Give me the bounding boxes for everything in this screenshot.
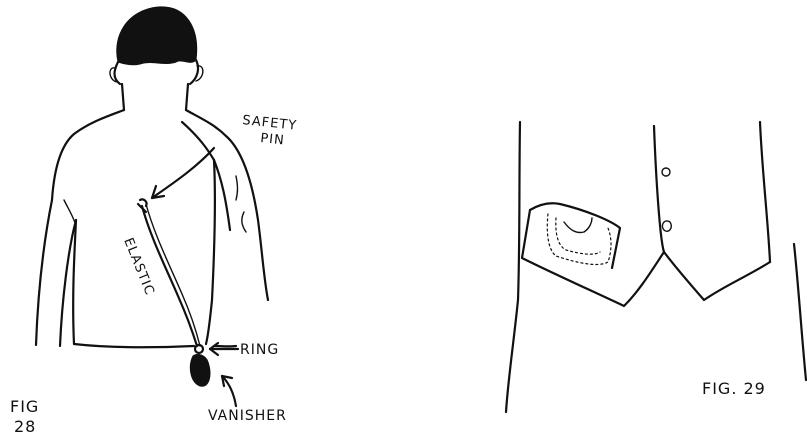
pocket-notch bbox=[564, 218, 592, 233]
left-arm-fold bbox=[64, 200, 76, 226]
coat-right-edge bbox=[794, 244, 806, 380]
torso-right bbox=[206, 160, 215, 344]
torso-left bbox=[73, 220, 76, 344]
fig-28-drawing bbox=[36, 7, 268, 406]
pocket-flap bbox=[530, 203, 620, 268]
label-safety-pin-line1: SAFETY bbox=[242, 113, 298, 134]
vest-left-lapel bbox=[654, 126, 664, 252]
fig-28-caption-line2: 28 bbox=[14, 417, 36, 436]
label-vanisher: VANISHER bbox=[208, 408, 287, 424]
fig-29-caption: FIG. 29 bbox=[702, 379, 766, 398]
button-lower bbox=[662, 221, 671, 231]
elastic-cord-edge bbox=[146, 204, 200, 346]
fig-29-drawing bbox=[506, 122, 806, 412]
label-ring: RING bbox=[240, 342, 279, 358]
neck bbox=[122, 84, 188, 110]
button-upper bbox=[662, 168, 670, 176]
safety-pin-pointer bbox=[152, 148, 214, 198]
pocket-stitch-inner bbox=[556, 218, 600, 254]
left-arm bbox=[36, 200, 76, 346]
label-safety-pin-line2: PIN bbox=[260, 131, 286, 148]
shoulders bbox=[52, 110, 226, 200]
vanisher-pointer bbox=[222, 376, 236, 406]
vest-bottom-point bbox=[664, 252, 770, 300]
coat-left-edge bbox=[506, 122, 520, 412]
ears bbox=[110, 66, 203, 82]
pocket-flap-edge bbox=[522, 210, 664, 306]
fig-28-caption-line1: FIG bbox=[10, 397, 39, 416]
vanisher-icon bbox=[190, 354, 210, 386]
vest-right-front bbox=[760, 122, 770, 262]
right-arm-folds bbox=[236, 176, 246, 232]
right-arm bbox=[214, 136, 268, 300]
head-hair bbox=[117, 7, 197, 65]
pocket-stitch bbox=[547, 214, 611, 264]
ring-icon bbox=[195, 345, 203, 353]
label-elastic: ELASTIC bbox=[120, 236, 157, 298]
